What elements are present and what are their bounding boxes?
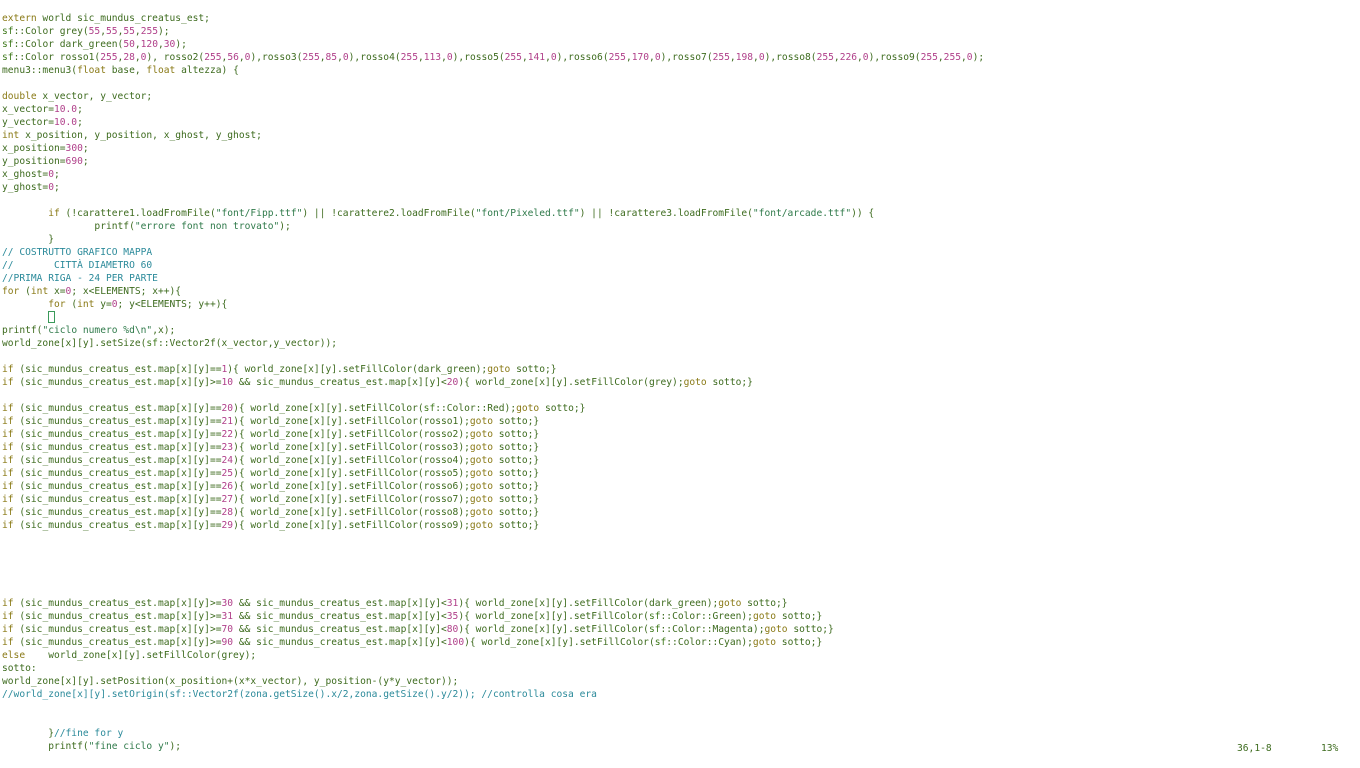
code-line[interactable]: double x_vector, y_vector;: [2, 91, 153, 102]
code-line[interactable]: [2, 714, 984, 727]
text-cursor: [48, 311, 56, 323]
code-line[interactable]: if (sic_mundus_creatus_est.map[x][y]>=31…: [2, 611, 823, 622]
code-line[interactable]: if (!carattere1.loadFromFile("font/Fipp.…: [48, 208, 875, 219]
code-line[interactable]: if (sic_mundus_creatus_est.map[x][y]==23…: [2, 442, 540, 453]
code-line[interactable]: if (sic_mundus_creatus_est.map[x][y]==28…: [2, 507, 540, 518]
code-line[interactable]: x_position=300;: [2, 143, 89, 154]
code-line[interactable]: if (sic_mundus_creatus_est.map[x][y]>=10…: [2, 377, 753, 388]
code-line[interactable]: sf::Color rosso1(255,28,0), rosso2(255,5…: [2, 52, 985, 63]
code-line[interactable]: printf("errore font non trovato");: [2, 221, 291, 232]
code-line[interactable]: menu3::menu3(float base, float altezza) …: [2, 65, 239, 76]
code-line[interactable]: if (sic_mundus_creatus_est.map[x][y]==1)…: [2, 364, 557, 375]
code-line[interactable]: [2, 350, 984, 363]
code-line[interactable]: if (sic_mundus_creatus_est.map[x][y]==29…: [2, 520, 540, 531]
code-line[interactable]: int x_position, y_position, x_ghost, y_g…: [2, 130, 262, 141]
code-line[interactable]: if (sic_mundus_creatus_est.map[x][y]>=70…: [2, 624, 834, 635]
code-line[interactable]: [2, 558, 984, 571]
code-line[interactable]: x_vector=10.0;: [2, 104, 83, 115]
code-line[interactable]: y_ghost=0;: [2, 182, 60, 193]
code-line[interactable]: }: [2, 234, 54, 245]
code-line[interactable]: if (sic_mundus_creatus_est.map[x][y]==20…: [2, 403, 586, 414]
code-line[interactable]: if (sic_mundus_creatus_est.map[x][y]==24…: [2, 455, 540, 466]
code-line[interactable]: [2, 584, 984, 597]
code-line[interactable]: printf("fine ciclo y");: [2, 741, 182, 752]
code-line[interactable]: world_zone[x][y].setSize(sf::Vector2f(x_…: [2, 338, 338, 349]
code-line[interactable]: [2, 194, 984, 207]
cursor-position-indicator: 36,1-8: [1237, 743, 1272, 754]
code-line[interactable]: if (sic_mundus_creatus_est.map[x][y]==22…: [2, 429, 540, 440]
code-line[interactable]: [2, 389, 984, 402]
code-line[interactable]: y_vector=10.0;: [2, 117, 83, 128]
code-line[interactable]: else world_zone[x][y].setFillColor(grey)…: [2, 650, 257, 661]
code-line[interactable]: printf("ciclo numero %d\n",x);: [2, 325, 176, 336]
code-line[interactable]: if (sic_mundus_creatus_est.map[x][y]==25…: [2, 468, 540, 479]
code-line[interactable]: [2, 311, 984, 324]
code-line[interactable]: sotto:: [2, 663, 37, 674]
code-line[interactable]: //PRIMA RIGA - 24 PER PARTE: [2, 273, 158, 284]
code-line[interactable]: [2, 571, 984, 584]
code-line[interactable]: [2, 701, 984, 714]
code-line[interactable]: if (sic_mundus_creatus_est.map[x][y]==21…: [2, 416, 540, 427]
code-line[interactable]: for (int y=0; y<ELEMENTS; y++){: [48, 299, 228, 310]
code-line[interactable]: sf::Color grey(55,55,55,255);: [2, 26, 170, 37]
code-line[interactable]: for (int x=0; x<ELEMENTS; x++){: [2, 286, 182, 297]
code-line[interactable]: // COSTRUTTO GRAFICO MAPPA: [2, 247, 153, 258]
code-line[interactable]: // CITTÀ DIAMETRO 60: [2, 260, 153, 271]
code-line[interactable]: if (sic_mundus_creatus_est.map[x][y]>=90…: [2, 637, 823, 648]
code-line[interactable]: sf::Color dark_green(50,120,30);: [2, 39, 187, 50]
code-line[interactable]: world_zone[x][y].setPosition(x_position+…: [2, 676, 459, 687]
code-line[interactable]: extern world sic_mundus_creatus_est;: [2, 13, 210, 24]
code-line[interactable]: x_ghost=0;: [2, 169, 60, 180]
code-line[interactable]: //world_zone[x][y].setOrigin(sf::Vector2…: [2, 689, 597, 700]
code-line[interactable]: if (sic_mundus_creatus_est.map[x][y]>=30…: [2, 598, 788, 609]
code-line[interactable]: [2, 532, 984, 545]
code-area[interactable]: extern world sic_mundus_creatus_est;sf::…: [2, 12, 984, 753]
scroll-percent-indicator: 13%: [1321, 743, 1339, 754]
code-line[interactable]: y_position=690;: [2, 156, 89, 167]
code-line[interactable]: [2, 545, 984, 558]
code-line[interactable]: }//fine for y: [2, 728, 124, 739]
code-line[interactable]: if (sic_mundus_creatus_est.map[x][y]==27…: [2, 494, 540, 505]
code-line[interactable]: [2, 77, 984, 90]
code-line[interactable]: if (sic_mundus_creatus_est.map[x][y]==26…: [2, 481, 540, 492]
